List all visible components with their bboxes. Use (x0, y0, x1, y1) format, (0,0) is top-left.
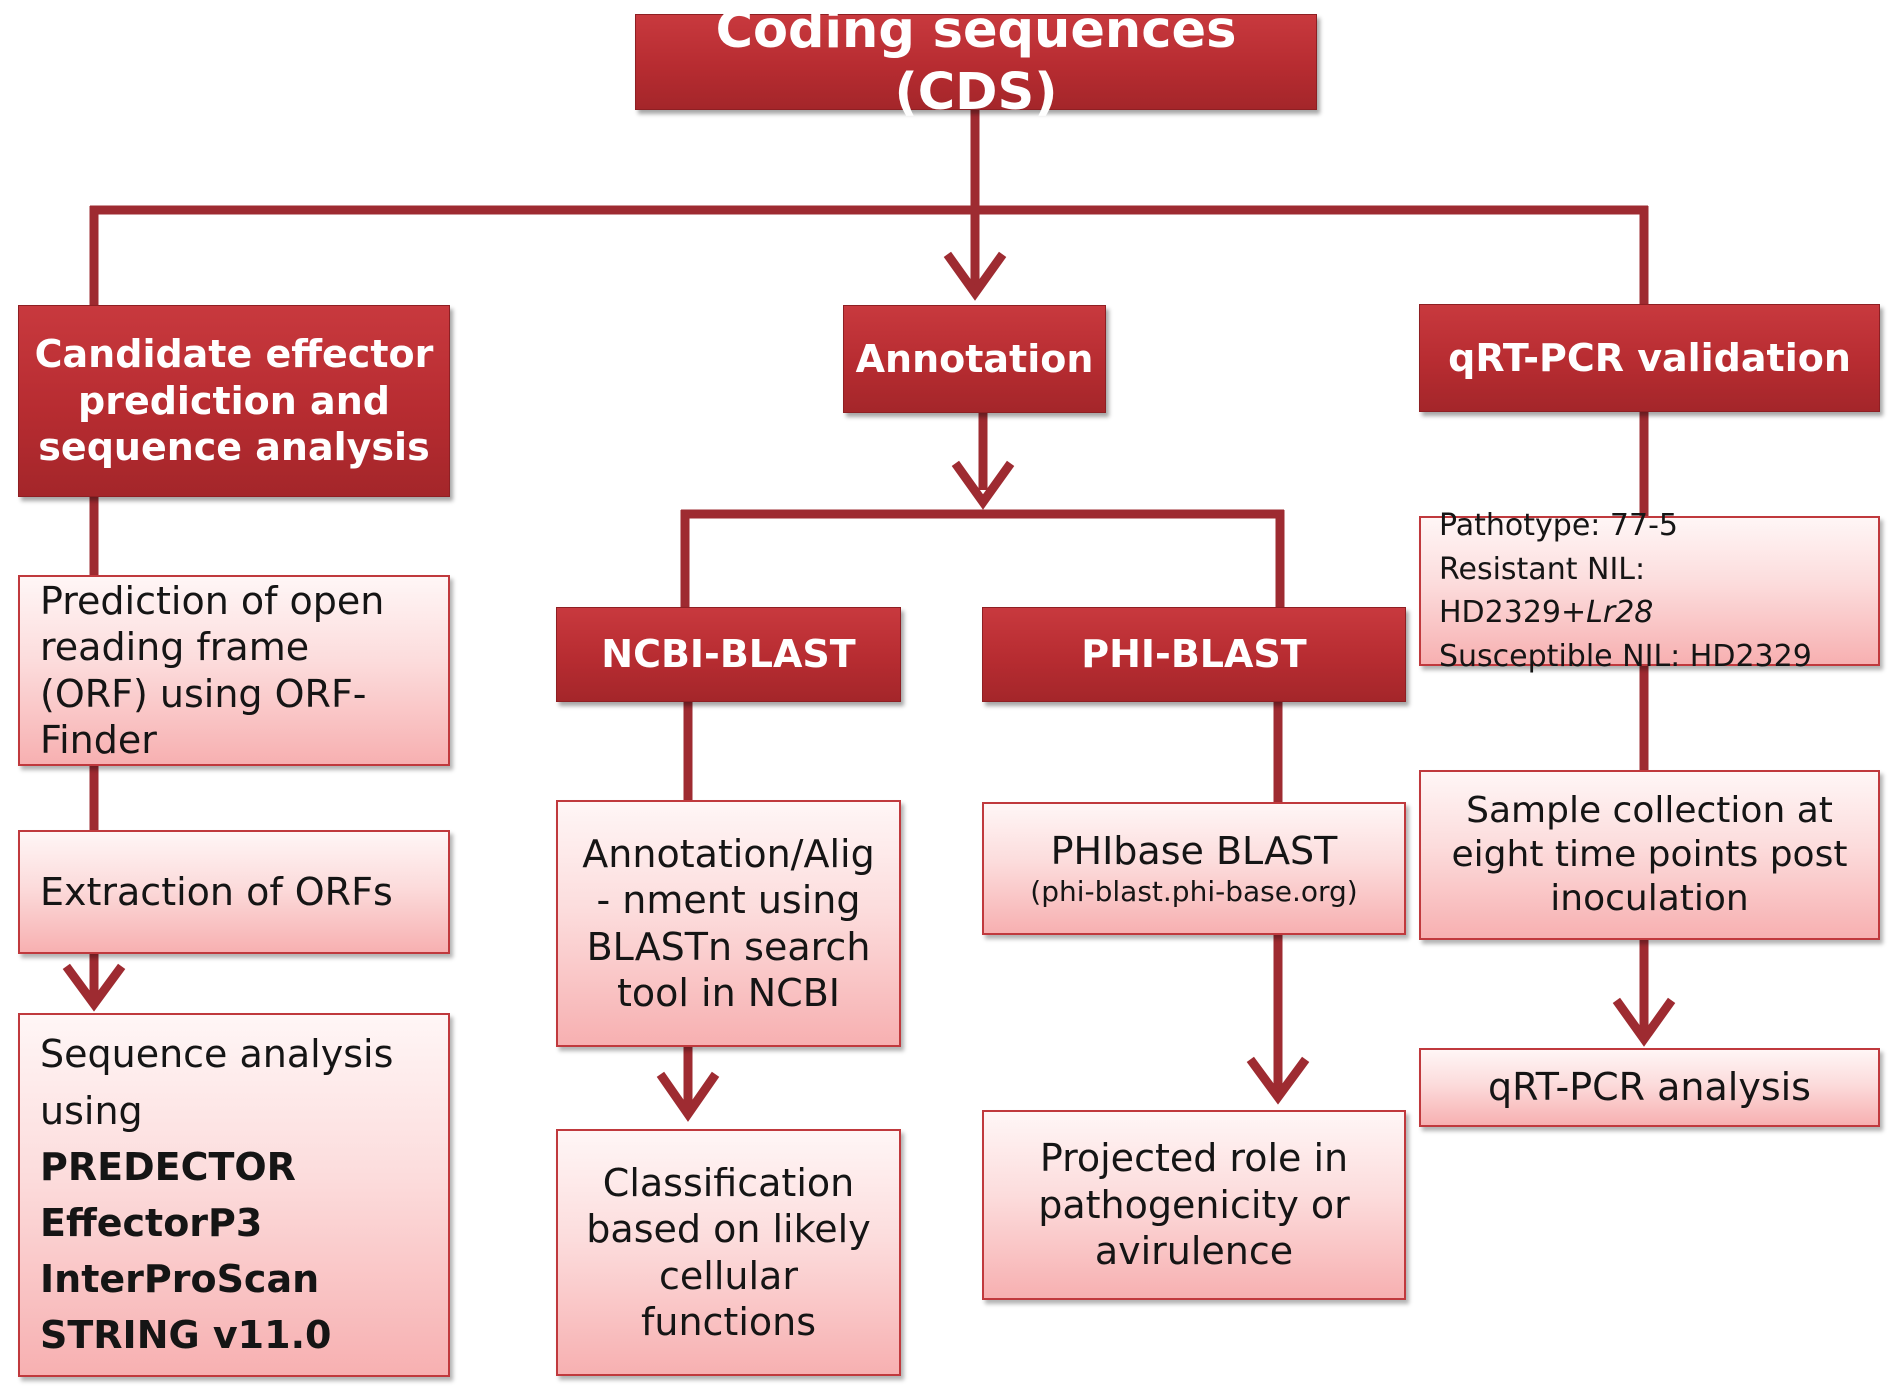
root-node-label: Coding sequences (CDS) (715, 0, 1237, 122)
phibase-title: PHIbase BLAST (1050, 829, 1338, 874)
node-ncbi-blast: NCBI-BLAST (556, 607, 901, 702)
tools-intro-line-2: using (40, 1088, 143, 1133)
arrowhead-annotation (943, 251, 1007, 301)
phibase-url: (phi-blast.phi-base.org) (1030, 874, 1358, 908)
tools-intro-line-1: Sequence analysis (40, 1032, 394, 1077)
node-candidate-effector-label: Candidate effector prediction and sequen… (34, 332, 434, 470)
info-pathotype: Pathotype: 77-5 (1439, 508, 1679, 543)
node-plant-material: Pathotype: 77-5 Resistant NIL: HD2329+Lr… (1419, 508, 1880, 674)
node-orf-prediction-label: Prediction of open reading frame (ORF) u… (40, 578, 385, 762)
node-annotation-label: Annotation (855, 336, 1094, 381)
node-ncbi-blast-label: NCBI-BLAST (601, 632, 856, 677)
info-resistant: Resistant NIL: HD2329+Lr28 (1439, 548, 1860, 635)
node-orf-extraction-label: Extraction of ORFs (40, 869, 393, 914)
node-projected-role-label: Projected role in pathogenicity or aviru… (1038, 1136, 1350, 1274)
node-phi-blast-label: PHI-BLAST (1081, 632, 1307, 677)
node-sequence-analysis: Sequence analysis using PREDECTOR Effect… (18, 1013, 450, 1377)
node-orf-prediction: Prediction of open reading frame (ORF) u… (18, 575, 450, 766)
info-susceptible: Susceptible NIL: HD2329 (1439, 638, 1812, 674)
tool-string: STRING v11.0 (40, 1313, 332, 1358)
node-qrtpcr-validation: qRT-PCR validation (1419, 304, 1880, 412)
node-blastn-annotation: Annotation/Alig - nment using BLASTn sea… (556, 800, 901, 1047)
arrowhead-classification (656, 1071, 720, 1122)
blastn-line-1: Annotation/Alig (582, 831, 875, 876)
blastn-line-4: tool in NCBI (617, 970, 840, 1015)
node-phi-blast: PHI-BLAST (982, 607, 1406, 702)
blastn-line-3: BLASTn search (586, 924, 871, 969)
tool-predector: PREDECTOR (40, 1144, 296, 1189)
node-qrtpcr-analysis-label: qRT-PCR analysis (1488, 1065, 1811, 1110)
node-classification: Classification based on likely cellular … (556, 1129, 901, 1376)
tool-effectorp3: EffectorP3 (40, 1201, 263, 1245)
node-phibase-blast: PHIbase BLAST (phi-blast.phi-base.org) (982, 802, 1406, 935)
node-sample-collection-label: Sample collection at eight time points p… (1451, 790, 1848, 919)
tool-interproscan: InterProScan (40, 1257, 320, 1302)
arrowhead-qrtpcr-analysis (1612, 997, 1676, 1047)
node-annotation: Annotation (843, 305, 1106, 413)
info-resistant-gene: Lr28 (1586, 595, 1654, 630)
node-qrtpcr-analysis: qRT-PCR analysis (1419, 1048, 1880, 1127)
node-projected-role: Projected role in pathogenicity or aviru… (982, 1110, 1406, 1300)
blastn-line-2: - nment using (596, 878, 861, 923)
info-resistant-prefix: Resistant NIL: HD2329+ (1439, 551, 1646, 631)
arrowhead-ncbi-blast (951, 460, 1015, 510)
root-node-cds: Coding sequences (CDS) (635, 1, 1317, 122)
node-orf-extraction: Extraction of ORFs (18, 830, 450, 954)
arrowhead-sequence-analysis (62, 963, 126, 1012)
node-candidate-effector: Candidate effector prediction and sequen… (18, 305, 450, 497)
node-qrtpcr-validation-label: qRT-PCR validation (1448, 335, 1851, 380)
node-sample-collection: Sample collection at eight time points p… (1419, 770, 1880, 940)
arrowhead-projected-role (1246, 1056, 1310, 1105)
node-classification-label: Classification based on likely cellular … (586, 1160, 871, 1344)
